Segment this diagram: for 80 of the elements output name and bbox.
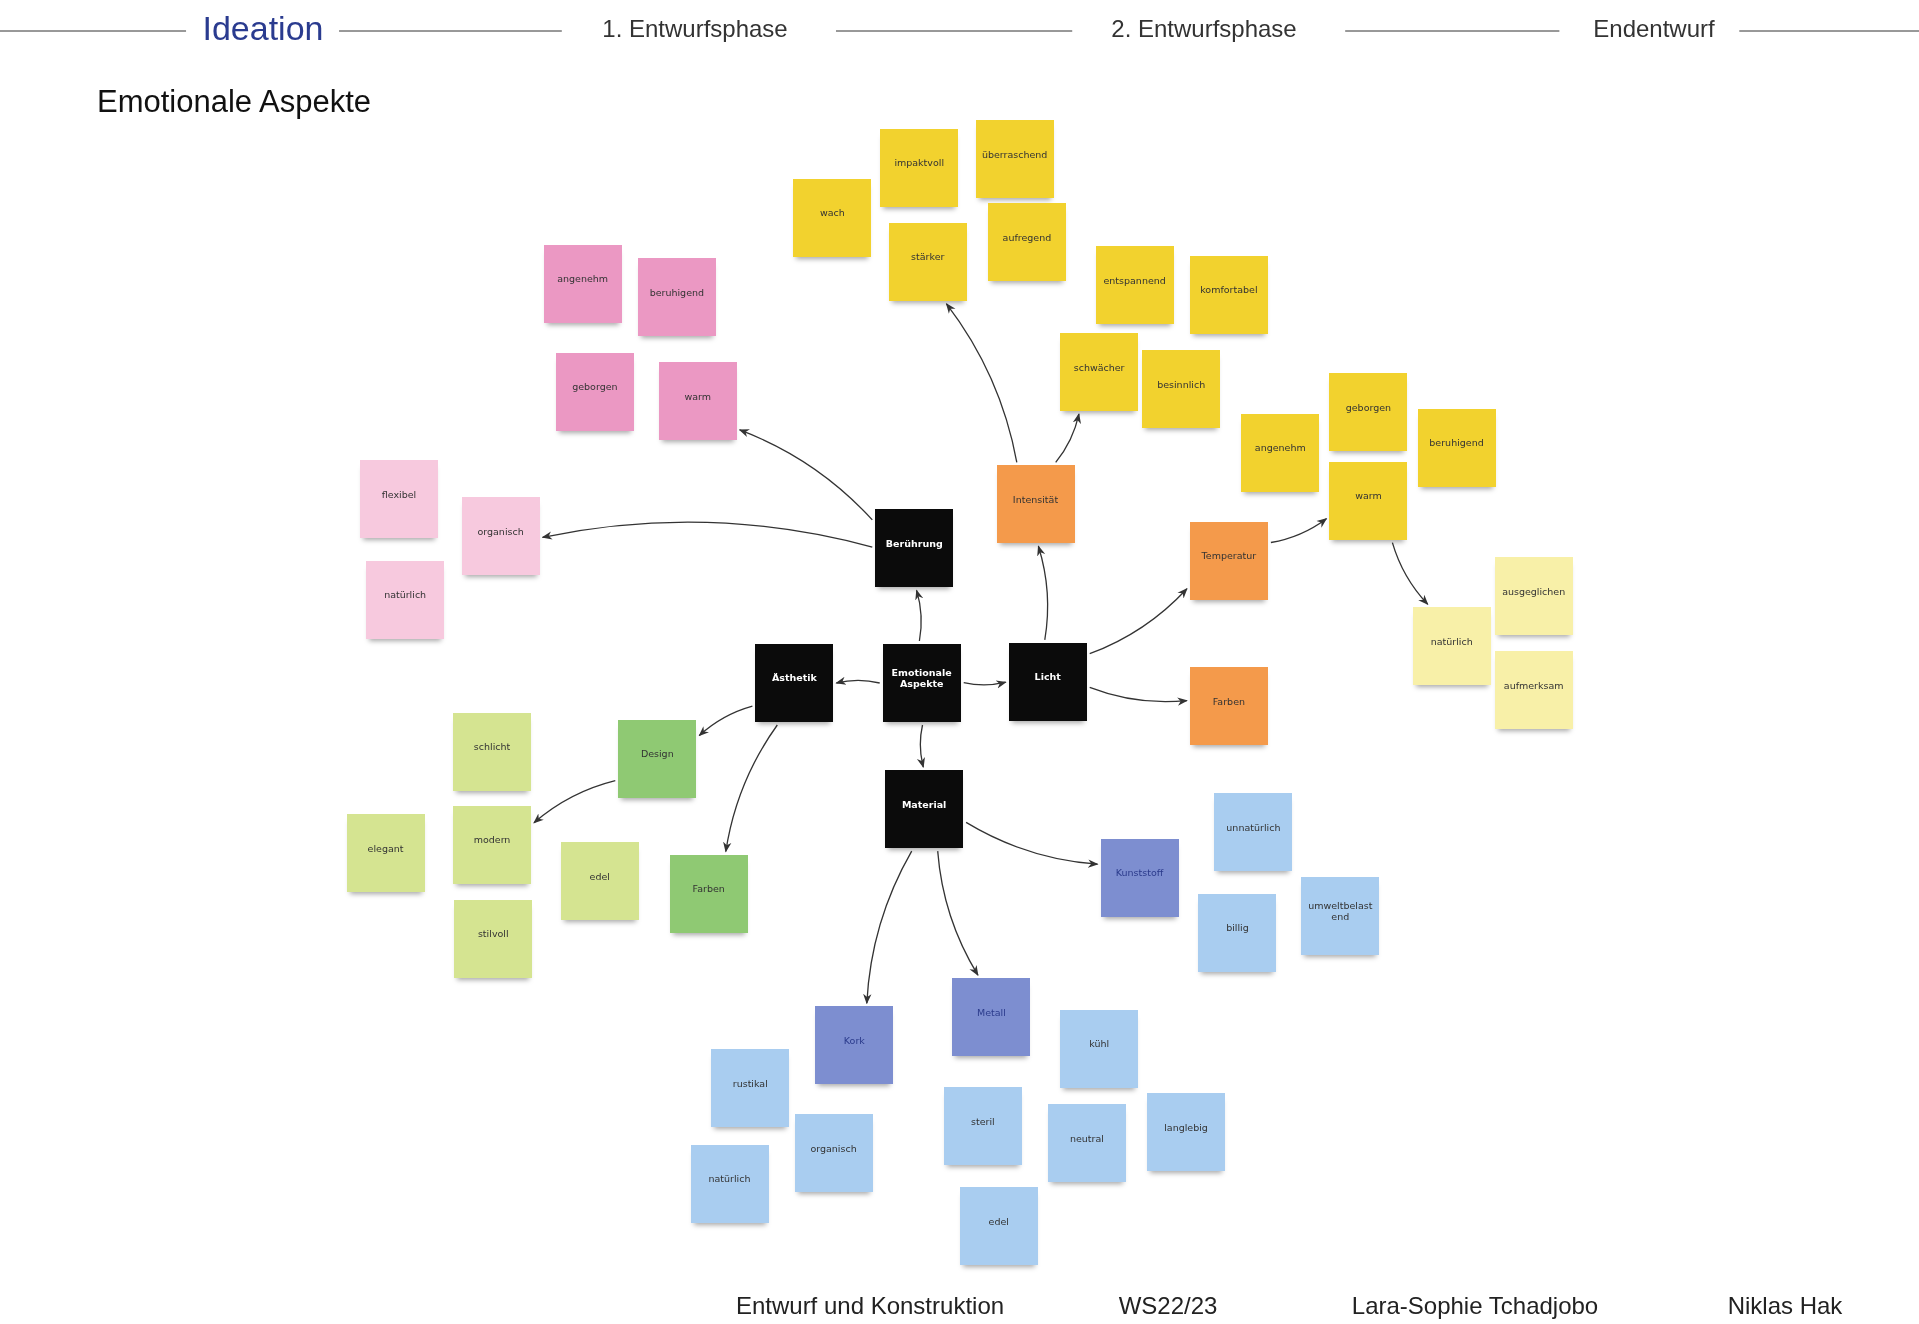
arrow: [1270, 518, 1328, 544]
sticky-note: kühl: [1060, 1009, 1139, 1088]
sticky-note: Material: [885, 770, 964, 849]
sticky-note: schwächer: [1060, 333, 1139, 412]
sticky-note: Temperatur: [1189, 521, 1268, 600]
sticky-note: umweltbelastend: [1301, 876, 1380, 955]
sticky-note: elegant: [346, 814, 425, 893]
sticky-note: Farben: [669, 854, 748, 933]
sticky-note: angenehm: [1241, 413, 1320, 492]
sticky-note: warm: [658, 362, 737, 441]
sticky-note: flexibel: [360, 460, 438, 539]
arrow: [917, 724, 926, 769]
sticky-note: Kork: [815, 1006, 894, 1085]
page-header: 1. Entwurfsphase: [602, 15, 788, 43]
sticky-note: Berührung: [875, 509, 954, 588]
sticky-note: rustikal: [711, 1049, 790, 1128]
page-header-active: Ideation: [202, 8, 324, 48]
sticky-note: aufregend: [987, 203, 1066, 282]
arrow: [723, 724, 778, 853]
arrow: [1037, 545, 1049, 641]
footer-text: WS22/23: [1118, 1292, 1218, 1320]
sticky-note: beruhigend: [637, 258, 716, 337]
arrow: [1089, 686, 1188, 706]
arrow: [937, 850, 979, 976]
sticky-note: geborgen: [1329, 373, 1408, 452]
sticky-note: organisch: [794, 1114, 873, 1192]
sticky-note: stärker: [888, 222, 967, 301]
sticky-note: natürlich: [366, 560, 445, 639]
sticky-note: impaktvoll: [880, 128, 959, 207]
arrow: [1055, 413, 1081, 463]
sticky-note: komfortabel: [1189, 255, 1268, 334]
arrow: [963, 680, 1007, 689]
sticky-note: Farben: [1189, 667, 1268, 746]
arrow: [863, 850, 913, 1005]
arrow: [835, 676, 881, 686]
page-header: 2. Entwurfsphase: [1111, 15, 1297, 43]
sticky-note: schlicht: [453, 712, 532, 791]
sticky-note: Kunststoff: [1100, 838, 1179, 917]
arrow: [915, 589, 924, 642]
sticky-note: besinnlich: [1142, 350, 1221, 429]
sticky-note: beruhigend: [1417, 408, 1496, 487]
sticky-note: modern: [453, 805, 532, 884]
sticky-note: angenehm: [543, 244, 622, 323]
sticky-note: natürlich: [1412, 607, 1491, 686]
arrow: [1391, 541, 1429, 606]
page-header: Endentwurf: [1593, 15, 1715, 43]
sticky-note: überraschend: [975, 120, 1054, 199]
sticky-note: aufmerksam: [1494, 651, 1573, 730]
sticky-note: organisch: [461, 497, 540, 576]
sticky-note: Design: [618, 719, 697, 798]
page-title: Emotionale Aspekte: [97, 84, 371, 120]
sticky-note: wach: [793, 178, 872, 257]
sticky-note: Licht: [1008, 642, 1087, 721]
sticky-note: geborgen: [555, 352, 634, 431]
sticky-note: natürlich: [690, 1144, 769, 1223]
sticky-note: edel: [959, 1187, 1038, 1266]
arrow: [1089, 587, 1188, 655]
arrow: [738, 429, 873, 521]
sticky-note: ausgeglichen: [1494, 557, 1573, 636]
sticky-note: steril: [943, 1087, 1022, 1166]
sticky-note: stilvoll: [454, 899, 533, 978]
footer-text: Lara-Sophie Tchadjobo: [1351, 1292, 1599, 1320]
arrow: [541, 521, 873, 548]
sticky-note: Intensität: [996, 465, 1075, 544]
sticky-note: langlebig: [1147, 1093, 1226, 1172]
arrow: [965, 821, 1099, 868]
arrow: [533, 780, 616, 824]
sticky-note: unnatürlich: [1214, 793, 1293, 872]
arrow: [945, 303, 1018, 463]
footer-text: Entwurf und Konstruktion: [735, 1292, 1005, 1320]
sticky-note: Emotionale Aspekte: [882, 644, 961, 722]
footer-text: Niklas Hak: [1727, 1292, 1843, 1320]
sticky-note: warm: [1329, 461, 1408, 540]
sticky-note: entspannend: [1095, 246, 1174, 325]
sticky-note: neutral: [1047, 1104, 1126, 1183]
sticky-note: billig: [1198, 893, 1277, 972]
sticky-note: edel: [560, 842, 639, 921]
arrow: [698, 705, 754, 737]
sticky-note: Ästhetik: [755, 644, 834, 722]
sticky-note: Metall: [952, 978, 1031, 1057]
